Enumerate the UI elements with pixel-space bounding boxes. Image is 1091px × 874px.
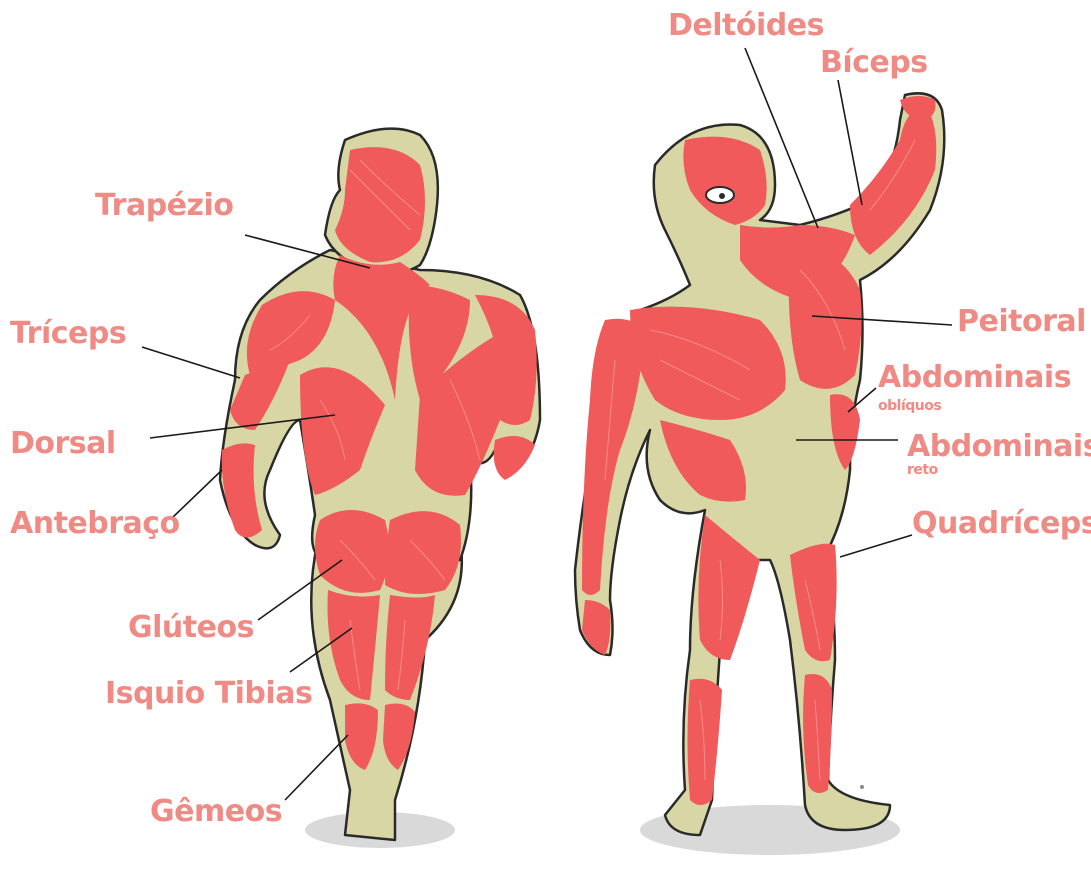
back-figure bbox=[220, 129, 540, 840]
dot-mark bbox=[860, 785, 864, 789]
right-forearm-muscle bbox=[494, 436, 535, 480]
left-hand-muscle bbox=[582, 600, 610, 655]
label-obliquos-sub: oblíquos bbox=[878, 399, 941, 413]
label-gluteos: Glúteos bbox=[128, 612, 254, 644]
leader-quadriceps bbox=[840, 535, 912, 557]
leader-biceps bbox=[838, 80, 862, 205]
label-reto-sub: reto bbox=[907, 463, 938, 477]
leader-gemeos bbox=[285, 735, 348, 800]
back-head-muscle bbox=[335, 147, 425, 262]
pupil-icon bbox=[719, 193, 725, 199]
label-trapezio: Trapézio bbox=[95, 190, 233, 222]
left-glute-muscle bbox=[315, 510, 389, 593]
right-glute-muscle bbox=[385, 511, 461, 594]
biceps-muscle bbox=[850, 105, 936, 255]
label-antebraco: Antebraço bbox=[10, 508, 180, 540]
label-triceps: Tríceps bbox=[10, 318, 126, 350]
label-peitoral: Peitoral bbox=[957, 306, 1086, 338]
label-quadriceps: Quadríceps bbox=[912, 508, 1091, 540]
front-figure bbox=[575, 93, 944, 835]
left-shin-muscle bbox=[688, 679, 723, 805]
right-hamstring-muscle bbox=[385, 595, 435, 700]
label-isquio-tibias: Isquio Tibias bbox=[105, 678, 312, 710]
leader-triceps bbox=[142, 347, 240, 378]
label-deltoides: Deltóides bbox=[668, 10, 824, 42]
label-abdominais-reto: Abdominais bbox=[907, 431, 1091, 463]
label-biceps: Bíceps bbox=[820, 47, 928, 79]
label-abdominais-obliquos: Abdominais bbox=[878, 362, 1071, 394]
label-gemeos: Gêmeos bbox=[150, 796, 282, 828]
label-dorsal: Dorsal bbox=[10, 428, 116, 460]
